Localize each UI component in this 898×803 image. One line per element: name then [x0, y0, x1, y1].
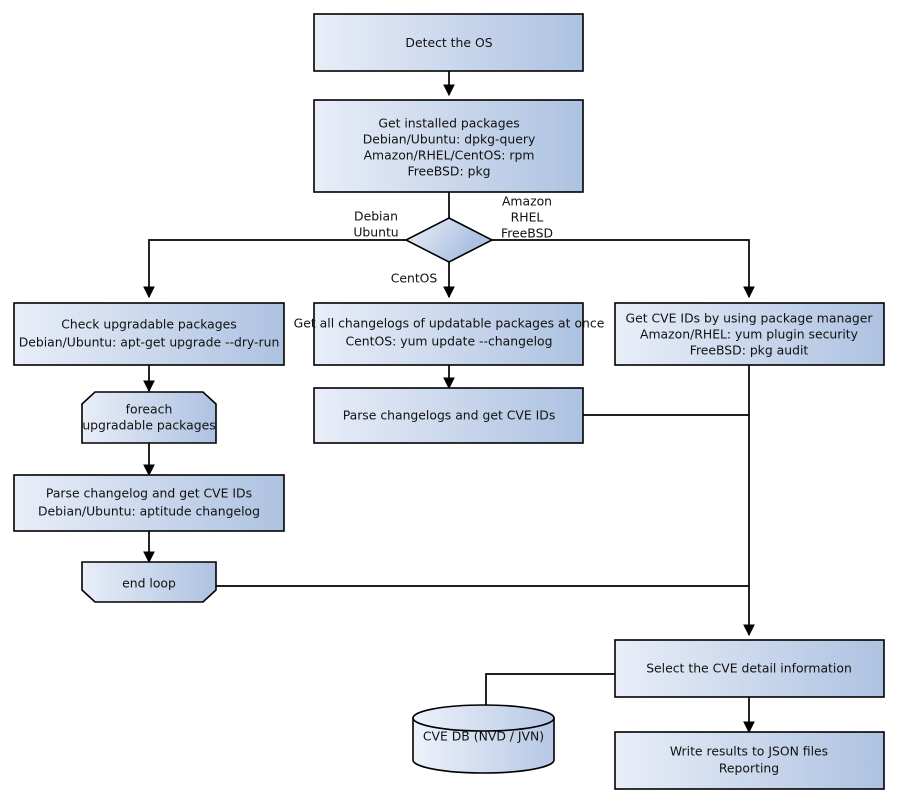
- write-results-box[interactable]: [614, 731, 885, 790]
- write-results-line1: Write results to JSON files: [670, 744, 828, 759]
- connector-layer: [143, 71, 755, 734]
- branch-label-debian: Debian Ubuntu: [353, 209, 398, 240]
- debian-branch-line2: Ubuntu: [353, 225, 398, 240]
- foreach-loop-line2: upgradable packages: [82, 418, 215, 433]
- parse-changelog-single-line1: Parse changelog and get CVE IDs: [46, 486, 252, 501]
- node-check-upgradable[interactable]: Check upgradable packages Debian/Ubuntu:…: [13, 302, 285, 366]
- get-all-changelogs-line2: CentOS: yum update --changelog: [346, 334, 553, 349]
- write-results-line2: Reporting: [719, 761, 779, 776]
- node-os-decision[interactable]: [404, 217, 494, 263]
- branch-label-centos: CentOS: [391, 271, 438, 286]
- branch-label-amazon: Amazon RHEL FreeBSD: [501, 194, 553, 241]
- node-get-installed-packages[interactable]: Get installed packages Debian/Ubuntu: dp…: [313, 99, 584, 193]
- get-installed-packages-line2: Debian/Ubuntu: dpkg-query: [363, 132, 536, 147]
- detect-os-box[interactable]: [313, 13, 584, 72]
- select-cve-detail-label: Select the CVE detail information: [646, 661, 852, 676]
- amazon-branch-line3: FreeBSD: [501, 226, 553, 241]
- node-end-loop[interactable]: end loop: [81, 561, 217, 603]
- node-parse-changelog-single[interactable]: Parse changelog and get CVE IDs Debian/U…: [13, 474, 285, 532]
- amazon-branch-line1: Amazon: [502, 194, 552, 209]
- detect-os-label: Detect the OS: [405, 35, 492, 50]
- cve-db-cylinder-body[interactable]: [412, 717, 555, 774]
- foreach-loop-shape[interactable]: [81, 391, 217, 444]
- amazon-branch-line2: RHEL: [511, 210, 544, 225]
- centos-branch-label: CentOS: [391, 271, 438, 286]
- edge-decision-debian: [143, 239, 406, 299]
- edge-cvedb-to-select: [485, 673, 615, 712]
- node-get-cve-ids-pkg-manager[interactable]: Get CVE IDs by using package manager Ama…: [614, 302, 885, 366]
- get-installed-packages-box[interactable]: [313, 99, 584, 193]
- cve-db-label: CVE DB (NVD / JVN): [423, 729, 544, 744]
- get-cve-ids-line2: Amazon/RHEL: yum plugin security: [640, 327, 858, 342]
- debian-branch-line1: Debian: [354, 209, 398, 224]
- node-write-results[interactable]: Write results to JSON files Reporting: [614, 731, 885, 790]
- edge-decision-amazon: [492, 239, 755, 299]
- check-upgradable-line2: Debian/Ubuntu: apt-get upgrade --dry-run: [19, 335, 280, 350]
- node-foreach-loop-start[interactable]: foreach upgradable packages: [81, 391, 217, 444]
- get-installed-packages-line1: Get installed packages: [378, 116, 519, 131]
- os-decision-diamond[interactable]: [404, 217, 494, 263]
- get-cve-ids-line3: FreeBSD: pkg audit: [690, 343, 809, 358]
- node-cve-db[interactable]: CVE DB (NVD / JVN): [412, 704, 555, 774]
- get-installed-packages-line3: Amazon/RHEL/CentOS: rpm: [364, 148, 535, 163]
- check-upgradable-box[interactable]: [13, 302, 285, 366]
- get-cve-ids-line1: Get CVE IDs by using package manager: [626, 311, 874, 326]
- get-all-changelogs-box[interactable]: [313, 302, 584, 366]
- cve-db-cylinder-top[interactable]: [412, 704, 555, 732]
- parse-changelogs-box[interactable]: [313, 387, 584, 444]
- get-all-changelogs-line1: Get all changelogs of updatable packages…: [294, 316, 605, 331]
- check-upgradable-line1: Check upgradable packages: [61, 317, 236, 332]
- parse-changelog-single-box[interactable]: [13, 474, 285, 532]
- select-cve-detail-box[interactable]: [614, 639, 885, 698]
- get-cve-ids-box[interactable]: [614, 302, 885, 366]
- node-detect-os[interactable]: Detect the OS: [313, 13, 584, 72]
- node-get-all-changelogs[interactable]: Get all changelogs of updatable packages…: [294, 302, 605, 366]
- parse-changelog-single-line2: Debian/Ubuntu: aptitude changelog: [38, 504, 260, 519]
- node-select-cve-detail[interactable]: Select the CVE detail information: [614, 639, 885, 698]
- foreach-loop-line1: foreach: [126, 402, 173, 417]
- get-installed-packages-line4: FreeBSD: pkg: [407, 164, 490, 179]
- parse-changelogs-label: Parse changelogs and get CVE IDs: [343, 408, 556, 423]
- end-loop-shape[interactable]: [81, 561, 217, 603]
- end-loop-label: end loop: [122, 576, 176, 591]
- node-parse-changelogs[interactable]: Parse changelogs and get CVE IDs: [313, 387, 584, 444]
